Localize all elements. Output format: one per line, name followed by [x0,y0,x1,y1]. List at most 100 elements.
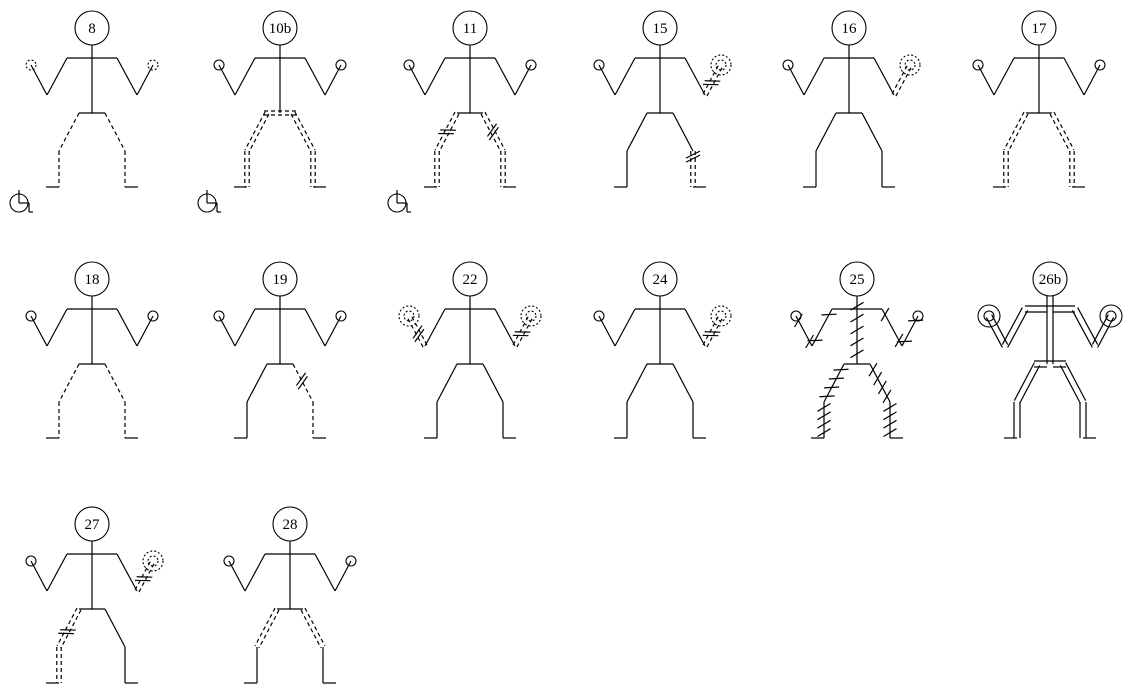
forearm-L-inner [986,317,1002,347]
stick-figure-8: 8 [10,11,158,212]
thigh-R [673,364,693,402]
thigh-L-hatch-1 [829,378,844,379]
upper-arm-R [315,554,335,591]
thigh-L-hatch-2 [824,387,839,388]
thigh-R [862,113,882,151]
upper-arm-L [804,58,824,95]
figure-label: 25 [850,272,865,288]
thigh-L [59,364,79,402]
upper-arm-R [305,309,325,346]
figure-label: 22 [463,272,478,288]
upper-arm-L [47,58,67,95]
figure-label: 18 [85,272,100,288]
thigh-R-inner [305,608,325,646]
thigh-L-inner [61,610,81,648]
upper-arm-L [615,58,635,95]
upper-arm-L-hatch-0 [821,314,836,315]
forearm-R [137,65,153,95]
thigh-R [105,113,125,151]
thigh-L-outer [435,112,455,150]
stick-figure-19: 19 [214,262,346,438]
hand-ring-R [900,55,920,75]
figure-label: 27 [85,517,101,533]
thigh-L-inner [259,610,279,648]
thigh-R-outer [301,610,321,648]
stick-figure-15: 15 [594,11,731,187]
thigh-L [247,364,267,402]
upper-arm-L [994,58,1014,95]
thigh-R-tick-a [296,373,305,386]
figure-label: 15 [653,21,668,37]
thigh-R-inner [295,112,315,150]
figure-label: 11 [463,21,477,37]
thigh-R [673,113,693,151]
figure-label: 26b [1039,272,1062,288]
thigh-R-inner [485,112,505,150]
upper-arm-R [495,58,515,95]
shin-R-tick-b [686,155,700,162]
figure-label: 19 [273,272,288,288]
shin-R-tick-a [686,151,700,158]
thigh-L-hatch-3 [819,396,834,397]
upper-arm-L [47,309,67,346]
figure-label: 8 [88,21,96,37]
stick-figure-11: 11 [388,11,536,212]
stick-figure-16: 16 [783,11,920,187]
figure-label: 24 [653,272,669,288]
upper-arm-R [117,58,137,95]
hand-ring-L [978,305,1000,327]
hand-ring-R [1100,305,1122,327]
stick-figure-28: 28 [224,507,356,683]
upper-arm-L [235,58,255,95]
upper-arm-R [117,554,137,591]
thigh-R-outer [1050,114,1070,152]
upper-arm-R [685,309,705,346]
stick-figure-18: 18 [26,262,158,438]
figure-label: 17 [1032,21,1048,37]
thigh-R-inner [1054,112,1074,150]
forearm-R-hatch-0 [897,341,912,342]
thigh-R [105,364,125,402]
stick-figure-25: 25 [791,262,923,438]
upper-arm-L [235,309,255,346]
upper-arm-R [305,58,325,95]
stick-figure-17: 17 [973,11,1105,187]
upper-arm-R [1064,58,1084,95]
thigh-R-tick-b [489,127,498,140]
upper-arm-L [615,309,635,346]
upper-arm-R [874,58,894,95]
stick-figure-10b: 10b [198,11,346,212]
thigh-R-tick-b [298,376,307,389]
thigh-L [816,113,836,151]
figure-label: 16 [842,21,858,37]
upper-arm-L [245,554,265,591]
thigh-L-outer [255,608,275,646]
thigh-L-inner [249,114,269,152]
hand-ring-R [711,55,731,75]
thigh-L-outer [245,112,265,150]
hand-ring-R [711,306,731,326]
thigh-L [627,364,647,402]
upper-arm-L [47,554,67,591]
forearm-R-outer [1098,317,1114,347]
thigh-L-outer [57,608,77,646]
thigh-R-outer [481,114,501,152]
thigh-R [483,364,503,402]
figure-label: 28 [283,517,298,533]
upper-arm-R [685,58,705,95]
upper-arm-L [425,309,445,346]
thigh-L-outer [1004,112,1024,150]
figure-label: 10b [269,21,292,37]
stick-figure-22: 22 [399,262,541,438]
stick-figure-26b: 26b [978,262,1122,438]
stick-figure-24: 24 [594,262,731,438]
thigh-R [105,609,125,647]
upper-arm-L [425,58,445,95]
upper-arm-R [495,309,515,346]
upper-arm-R [117,309,137,346]
hand-ring-R [521,306,541,326]
hand-ring-L [399,306,419,326]
thigh-L-inner [1008,114,1028,152]
thigh-R-outer [291,114,311,152]
